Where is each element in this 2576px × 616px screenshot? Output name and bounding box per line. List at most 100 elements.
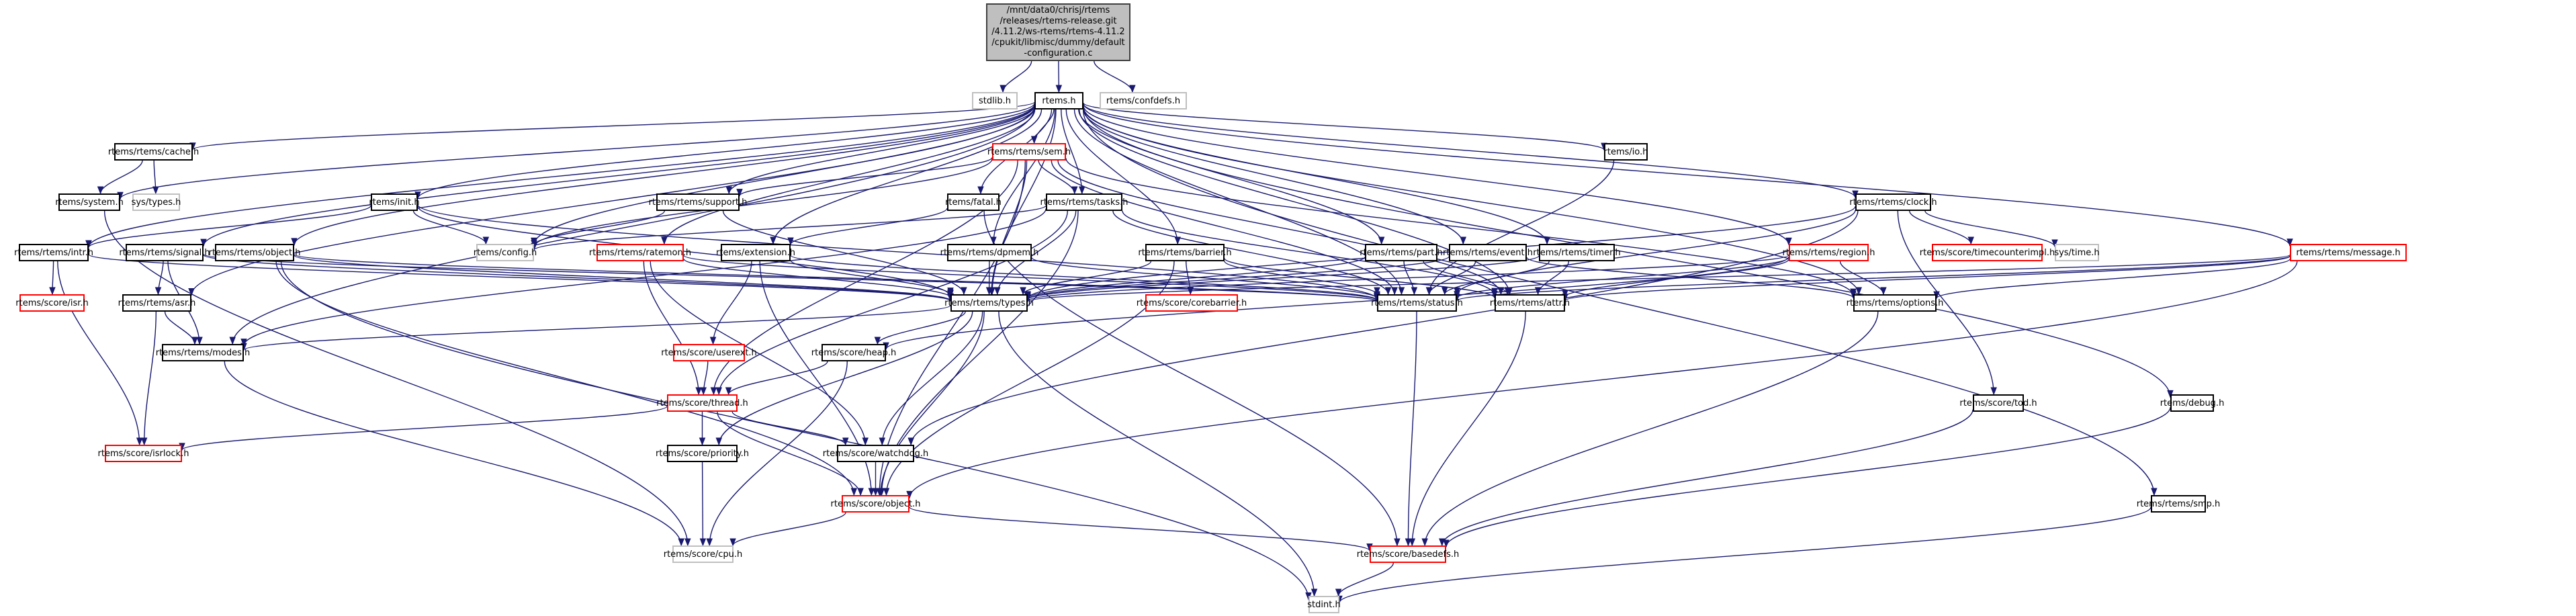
node-label: rtems/score/thread.h [656, 398, 748, 408]
node-label: rtems/rtems/asr.h [118, 298, 196, 308]
node-timecounterimpl[interactable]: rtems/score/timecounterimpl.h [1920, 244, 2055, 261]
arrowhead-basedefs-stdint [1335, 588, 1342, 597]
node-barrier[interactable]: rtems/rtems/barrier.h [1138, 244, 1232, 261]
node-thread[interactable]: rtems/score/thread.h [656, 394, 748, 412]
node-confdefs: rtems/confdefs.h [1100, 92, 1187, 109]
arrowhead-ratemon-watchdog [862, 437, 869, 446]
arrowhead-tod-basedefs [1439, 538, 1446, 547]
edge-rtems-options [1083, 106, 1859, 295]
node-tod[interactable]: rtems/score/tod.h [1959, 394, 2037, 412]
arrowhead-tasks-modes [240, 339, 247, 347]
node-sem[interactable]: rtems/rtems/sem.h [987, 143, 1071, 161]
node-root: /mnt/data0/chrisj/rtems /releases/rtems-… [986, 3, 1130, 61]
edge-attr-basedefs [1411, 311, 1526, 546]
node-scoreobject[interactable]: rtems/score/object.h [831, 495, 921, 513]
node-priority[interactable]: rtems/score/priority.h [656, 445, 749, 462]
node-init[interactable]: rtems/init.h [369, 193, 420, 211]
arrowhead-asr-isrlock [140, 437, 148, 446]
node-label: rtems/score/corebarrier.h [1136, 298, 1247, 308]
node-event[interactable]: rtems/rtems/event.h [1443, 244, 1533, 261]
node-watchdog[interactable]: rtems/score/watchdog.h [823, 445, 928, 462]
edge-types-heap [877, 311, 966, 345]
node-label: rtems/rtems/clock.h [1849, 197, 1937, 208]
arrowhead-options-basedefs [1421, 538, 1428, 547]
node-extension[interactable]: rtems/extension.h [716, 244, 795, 261]
node-ratemon[interactable]: rtems/rtems/ratemon.h [589, 244, 691, 261]
node-label: rtems/score/isr.h [15, 298, 89, 308]
edge-event-types [1027, 256, 1450, 300]
node-message[interactable]: rtems/rtems/message.h [2290, 244, 2407, 261]
node-label: rtems/extension.h [716, 247, 796, 258]
edge-heap-cpu [709, 361, 848, 546]
arrowhead-sem-thread [710, 387, 717, 396]
node-label: rtems/rtems/region.h [1782, 247, 1875, 258]
node-label: stdint.h [1307, 599, 1341, 610]
node-tasks[interactable]: rtems/rtems/tasks.h [1040, 193, 1128, 211]
node-io[interactable]: rtems/io.h [1604, 143, 1648, 161]
node-region[interactable]: rtems/rtems/region.h [1783, 244, 1875, 261]
node-types[interactable]: rtems/rtems/types.h [944, 294, 1034, 312]
node-label: rtems/rtems/barrier.h [1138, 247, 1232, 258]
node-rtems[interactable]: rtems.h [1034, 92, 1083, 109]
node-fatal[interactable]: rtems/fatal.h [945, 193, 1002, 211]
arrowhead-rtems-ratemon [661, 236, 668, 245]
node-label: rtems/rtems/modes.h [155, 347, 251, 358]
edge-debug-basedefs [1446, 407, 2171, 547]
node-clock[interactable]: rtems/rtems/clock.h [1849, 193, 1937, 211]
node-timer[interactable]: rtems/rtems/timer.h [1533, 244, 1621, 261]
edge-clock-tod [1897, 210, 1994, 395]
node-label: rtems/rtems/status.h [1371, 298, 1463, 308]
edge-rtems-clock [1083, 103, 1856, 198]
node-debug[interactable]: rtems/debug.h [2160, 394, 2224, 412]
arrowhead-timer-status [1441, 287, 1448, 296]
arrowhead-sem-support [736, 189, 743, 197]
node-dpmem[interactable]: rtems/rtems/dpmem.h [940, 244, 1038, 261]
edge-options-basedefs [1424, 311, 1879, 546]
edge-region-status [1456, 257, 1789, 299]
node-stdlib: stdlib.h [972, 92, 1018, 109]
node-label: rtems.h [1042, 95, 1076, 106]
arrowhead-modes-cpu [678, 538, 684, 547]
node-cache[interactable]: rtems/rtems/cache.h [108, 143, 199, 161]
node-label: rtems/rtems/sem.h [987, 146, 1071, 157]
edge-intr-isrlock [57, 261, 140, 445]
node-label: rtems/io.h [1603, 146, 1648, 157]
edge-sem-status [1051, 160, 1395, 295]
node-support[interactable]: rtems/rtems/support.h [649, 193, 747, 211]
node-modes[interactable]: rtems/rtems/modes.h [156, 344, 250, 361]
node-label: rtems/rtems/part.h [1360, 247, 1443, 258]
arrowhead-asr-modes [191, 337, 198, 345]
node-userext[interactable]: rtems/score/userext.h [661, 344, 757, 361]
node-options[interactable]: rtems/rtems/options.h [1847, 294, 1943, 312]
node-isr[interactable]: rtems/score/isr.h [15, 294, 89, 312]
edge-region-types [1027, 254, 1789, 302]
node-basedefs[interactable]: rtems/score/basedefs.h [1357, 545, 1459, 563]
node-part[interactable]: rtems/rtems/part.h [1360, 244, 1443, 261]
edge-ratemon-status [683, 255, 1378, 301]
node-corebarrier[interactable]: rtems/score/corebarrier.h [1137, 294, 1247, 312]
edge-message-scoreobject [909, 261, 2298, 498]
arrowhead-userext-thread [700, 387, 707, 396]
node-attr[interactable]: rtems/rtems/attr.h [1490, 294, 1570, 312]
node-intr[interactable]: rtems/rtems/intr.h [14, 244, 93, 261]
arrowhead-part-status [1411, 287, 1418, 296]
arrowhead-rtems-asr [188, 288, 195, 296]
edge-init-types [417, 206, 951, 297]
arrowhead-sem-tasks [1071, 186, 1078, 195]
node-system[interactable]: rtems/system.h [55, 193, 124, 211]
node-object[interactable]: rtems/rtems/object.h [209, 244, 300, 261]
edge-layer [49, 60, 2298, 604]
node-label: rtems/rtems/support.h [648, 197, 748, 208]
edge-rtems-attr [1079, 109, 1510, 295]
node-label: rtems/rtems/types.h [944, 298, 1034, 308]
node-label: rtems/score/heap.h [811, 347, 897, 358]
node-isrlock[interactable]: rtems/score/isrlock.h [98, 445, 189, 462]
node-heap[interactable]: rtems/score/heap.h [811, 344, 896, 361]
arrowhead-priority-cpu [699, 538, 707, 547]
node-signal[interactable]: rtems/rtems/signal.h [119, 244, 210, 261]
node-asr[interactable]: rtems/rtems/asr.h [118, 294, 195, 312]
node-smp[interactable]: rtems/rtems/smp.h [2137, 495, 2220, 513]
node-label: rtems/config.h [473, 247, 537, 258]
node-status[interactable]: rtems/rtems/status.h [1371, 294, 1463, 312]
